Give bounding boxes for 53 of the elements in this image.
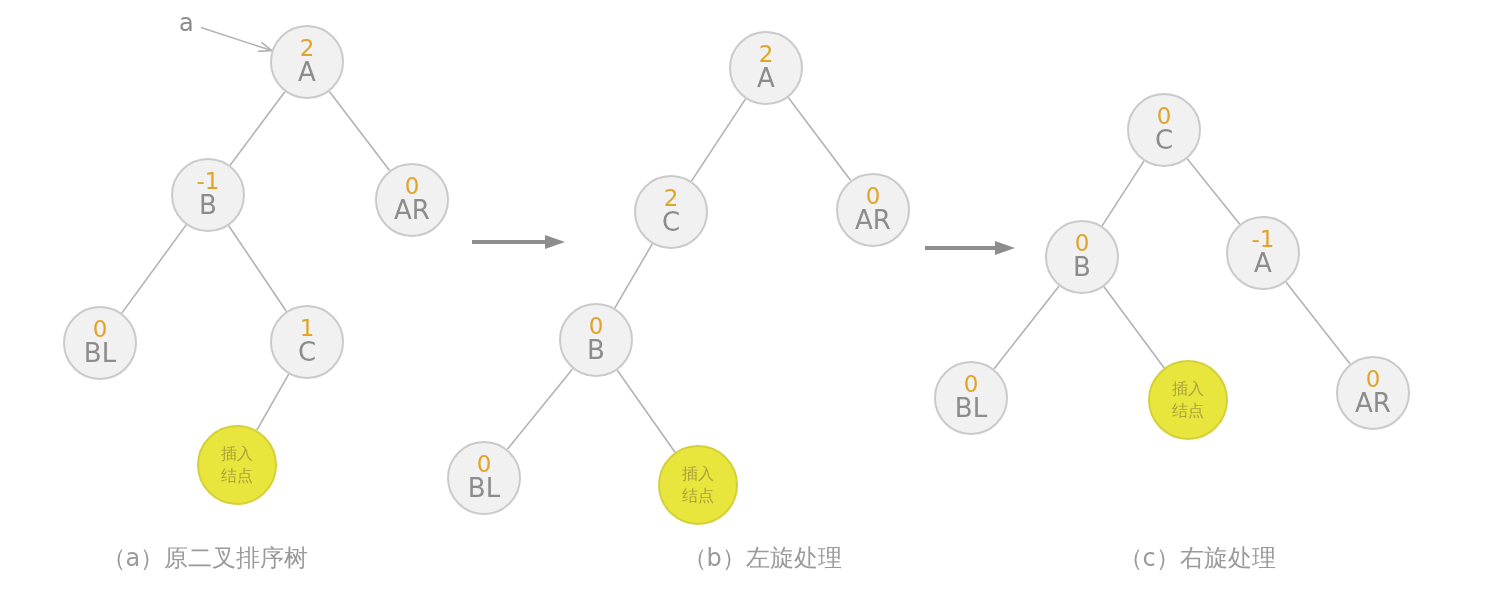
tree-edge (616, 369, 676, 454)
balance-factor: 0 (404, 176, 420, 197)
balance-factor: 0 (1156, 106, 1172, 127)
balance-factor: 2 (663, 188, 679, 209)
balance-factor: 0 (1074, 233, 1090, 254)
balance-factor: -1 (196, 171, 220, 192)
tree-edge (613, 243, 654, 309)
node-letter: A (1254, 250, 1272, 277)
figure-caption: （a）原二叉排序树 (101, 543, 309, 573)
tree-edge (121, 224, 187, 314)
balance-factor: 2 (758, 44, 774, 65)
tree-edge (227, 224, 288, 313)
node-letter: B (1073, 254, 1091, 281)
node-letter: B (587, 337, 605, 364)
tree-edge (229, 90, 286, 167)
node-letter: C (297, 339, 317, 366)
balance-factor: 2 (299, 38, 315, 59)
balance-factor: 1 (299, 318, 315, 339)
node-label: 插入结点 (1171, 378, 1205, 422)
tree-edge (328, 90, 391, 172)
node-label: 插入结点 (681, 463, 715, 507)
node-letter: C (661, 209, 681, 236)
tree-edge (256, 373, 290, 431)
tree-edge (1101, 160, 1145, 227)
figure-caption: （c）右旋处理 (1118, 543, 1276, 573)
node-letter: B (199, 192, 217, 219)
tree-edge (993, 285, 1060, 370)
node-letter: A (298, 59, 316, 86)
balance-factor: 0 (865, 186, 881, 207)
node-letter: BL (954, 395, 988, 422)
node-letter: A (757, 65, 775, 92)
node-label: 插入结点 (220, 443, 254, 487)
balance-factor: -1 (1251, 229, 1275, 250)
node-letter: BL (83, 340, 117, 367)
node-letter: AR (1355, 390, 1391, 417)
balance-factor: 0 (1365, 369, 1381, 390)
node-letter: BL (467, 475, 501, 502)
tree-edge (787, 96, 852, 182)
pointer-arrow (200, 26, 273, 53)
balance-factor: 0 (476, 454, 492, 475)
node-letter: C (1154, 127, 1174, 154)
pointer-label: a (179, 9, 201, 39)
balance-factor: 0 (963, 374, 979, 395)
tree-edge (506, 367, 574, 451)
tree-edge (1103, 285, 1165, 369)
tree-edge (1186, 158, 1241, 225)
figure-caption: （b）左旋处理 (682, 543, 842, 573)
tree-edge (690, 98, 747, 182)
balance-factor: 0 (588, 316, 604, 337)
tree-edge (1285, 281, 1351, 365)
node-letter: AR (394, 197, 430, 224)
balance-factor: 0 (92, 319, 108, 340)
node-letter: AR (855, 207, 891, 234)
